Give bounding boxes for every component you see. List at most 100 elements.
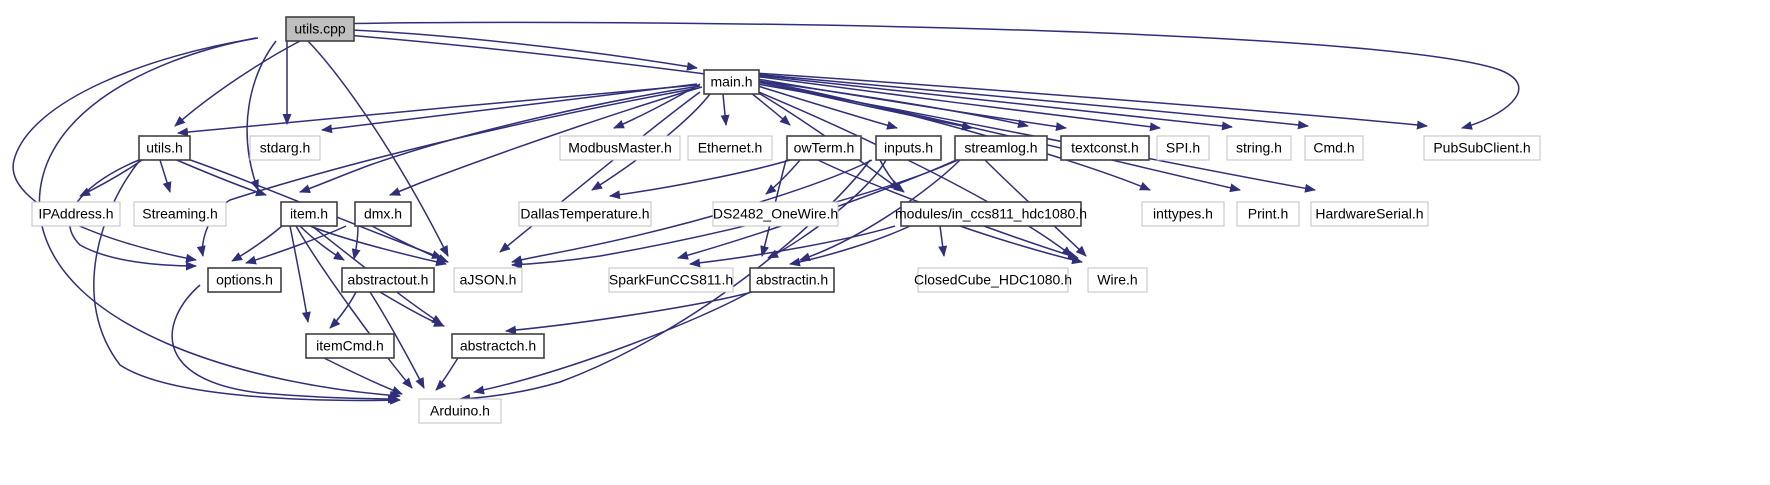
graph-node-options-h[interactable]: options.h [207,267,282,293]
dependency-edge [245,225,347,265]
dependency-edge [174,40,301,127]
graph-node-Print-h[interactable]: Print.h [1236,201,1300,227]
node-box[interactable] [1141,201,1225,227]
graph-node-stdarg-h[interactable]: stdarg.h [249,135,321,161]
node-box[interactable] [900,201,1082,227]
node-box[interactable] [285,16,355,42]
node-box[interactable] [687,135,773,161]
graph-node-utils-cpp[interactable]: utils.cpp [285,16,355,42]
graph-node-SPI-h[interactable]: SPI.h [1156,135,1210,161]
node-box[interactable] [875,135,942,161]
dependency-edge [959,225,1083,265]
dependency-edge [321,32,1029,129]
graph-node-IPAddress-h[interactable]: IPAddress.h [31,201,121,227]
graph-node-string-h[interactable]: string.h [1226,135,1292,161]
dependency-edge [499,91,701,253]
graph-node-Cmd-h[interactable]: Cmd.h [1304,135,1364,161]
graph-node-itemCmd-h[interactable]: itemCmd.h [305,333,395,359]
node-box[interactable] [1226,135,1292,161]
graph-node-ClosedCube-HDC1080-h[interactable]: ClosedCube_HDC1080.h [914,267,1072,293]
dependency-edge [177,84,698,137]
node-box[interactable] [1087,267,1148,293]
node-box[interactable] [608,267,734,293]
dependency-edge [351,225,361,260]
node-box[interactable] [341,267,435,293]
dependency-edge [79,159,143,197]
graph-node-dmx-h[interactable]: dmx.h [354,201,412,227]
dependency-edge [321,83,698,134]
node-box[interactable] [249,135,321,161]
dependency-edge [751,77,1067,131]
node-box[interactable] [1423,135,1541,161]
node-box[interactable] [917,267,1069,293]
graph-node-Ethernet-h[interactable]: Ethernet.h [687,135,773,161]
node-box[interactable] [786,135,862,161]
graph-node-streamlog-h[interactable]: streamlog.h [954,135,1048,161]
dependency-edge [505,291,753,335]
graph-node-DS2482-OneWire-h[interactable]: DS2482_OneWire.h [712,201,839,227]
node-box[interactable] [453,267,523,293]
dependency-edge [752,75,1161,132]
node-box[interactable] [749,267,835,293]
graph-node-ccs811-hdc1080-h[interactable]: modules/in_ccs811_hdc1080.h [895,201,1087,227]
graph-node-aJSON-h[interactable]: aJSON.h [453,267,523,293]
graph-node-SparkFunCCS811-h[interactable]: SparkFunCCS811.h [608,267,734,293]
graph-node-HardwareSerial-h[interactable]: HardwareSerial.h [1310,201,1429,227]
graph-node-textconst-h[interactable]: textconst.h [1060,135,1150,161]
dependency-edge [389,86,703,196]
node-box[interactable] [207,267,282,293]
node-box[interactable] [1304,135,1364,161]
graph-node-ModbusMaster-h[interactable]: ModbusMaster.h [559,135,681,161]
graph-node-DallasTemperature-h[interactable]: DallasTemperature.h [518,201,652,227]
dependency-edge [68,159,197,271]
dependency-edge [323,357,403,395]
node-box[interactable] [354,201,412,227]
node-box[interactable] [31,201,121,227]
node-box[interactable] [1236,201,1300,227]
node-box[interactable] [133,201,227,227]
graph-node-abstractout-h[interactable]: abstractout.h [341,267,435,293]
dependency-edge [295,225,413,389]
graph-node-abstractch-h[interactable]: abstractch.h [451,333,545,359]
graph-node-utils-h[interactable]: utils.h [138,135,191,161]
dependency-edge [371,225,449,263]
dependency-edge [321,21,1520,130]
dependency-edge [938,225,948,257]
dependency-edge [765,159,801,195]
node-box[interactable] [518,201,652,227]
graph-node-abstractin-h[interactable]: abstractin.h [749,267,835,293]
dependency-edge [511,159,873,264]
node-box[interactable] [138,135,191,161]
graph-node-inttypes-h[interactable]: inttypes.h [1141,201,1225,227]
node-box[interactable] [703,69,760,95]
graph-node-owTerm-h[interactable]: owTerm.h [786,135,862,161]
dependency-edge [609,159,791,200]
dependency-edge [321,28,698,71]
dependency-edge [689,225,896,268]
graph-node-PubSubClient-h[interactable]: PubSubClient.h [1423,135,1541,161]
dependency-edge [879,159,905,193]
dependency-edge [511,159,959,269]
graph-node-Streaming-h[interactable]: Streaming.h [133,201,227,227]
node-box[interactable] [712,201,839,227]
graph-node-item-h[interactable]: item.h [280,201,338,227]
graph-node-main-h[interactable]: main.h [703,69,760,95]
dependency-edge [753,74,1233,131]
graph-node-Arduino-h[interactable]: Arduino.h [418,398,502,424]
node-box[interactable] [1060,135,1150,161]
node-box[interactable] [451,333,545,359]
node-box[interactable] [280,201,338,227]
dependency-edge [369,291,425,389]
node-box[interactable] [418,398,502,424]
node-box[interactable] [954,135,1048,161]
graph-node-inputs-h[interactable]: inputs.h [875,135,942,161]
node-box[interactable] [305,333,395,359]
node-box[interactable] [559,135,681,161]
graph-node-Wire-h[interactable]: Wire.h [1087,267,1148,293]
dependency-edge [756,83,1316,193]
node-box[interactable] [1156,135,1210,161]
dependency-edge [799,159,961,262]
node-box[interactable] [1310,201,1429,227]
